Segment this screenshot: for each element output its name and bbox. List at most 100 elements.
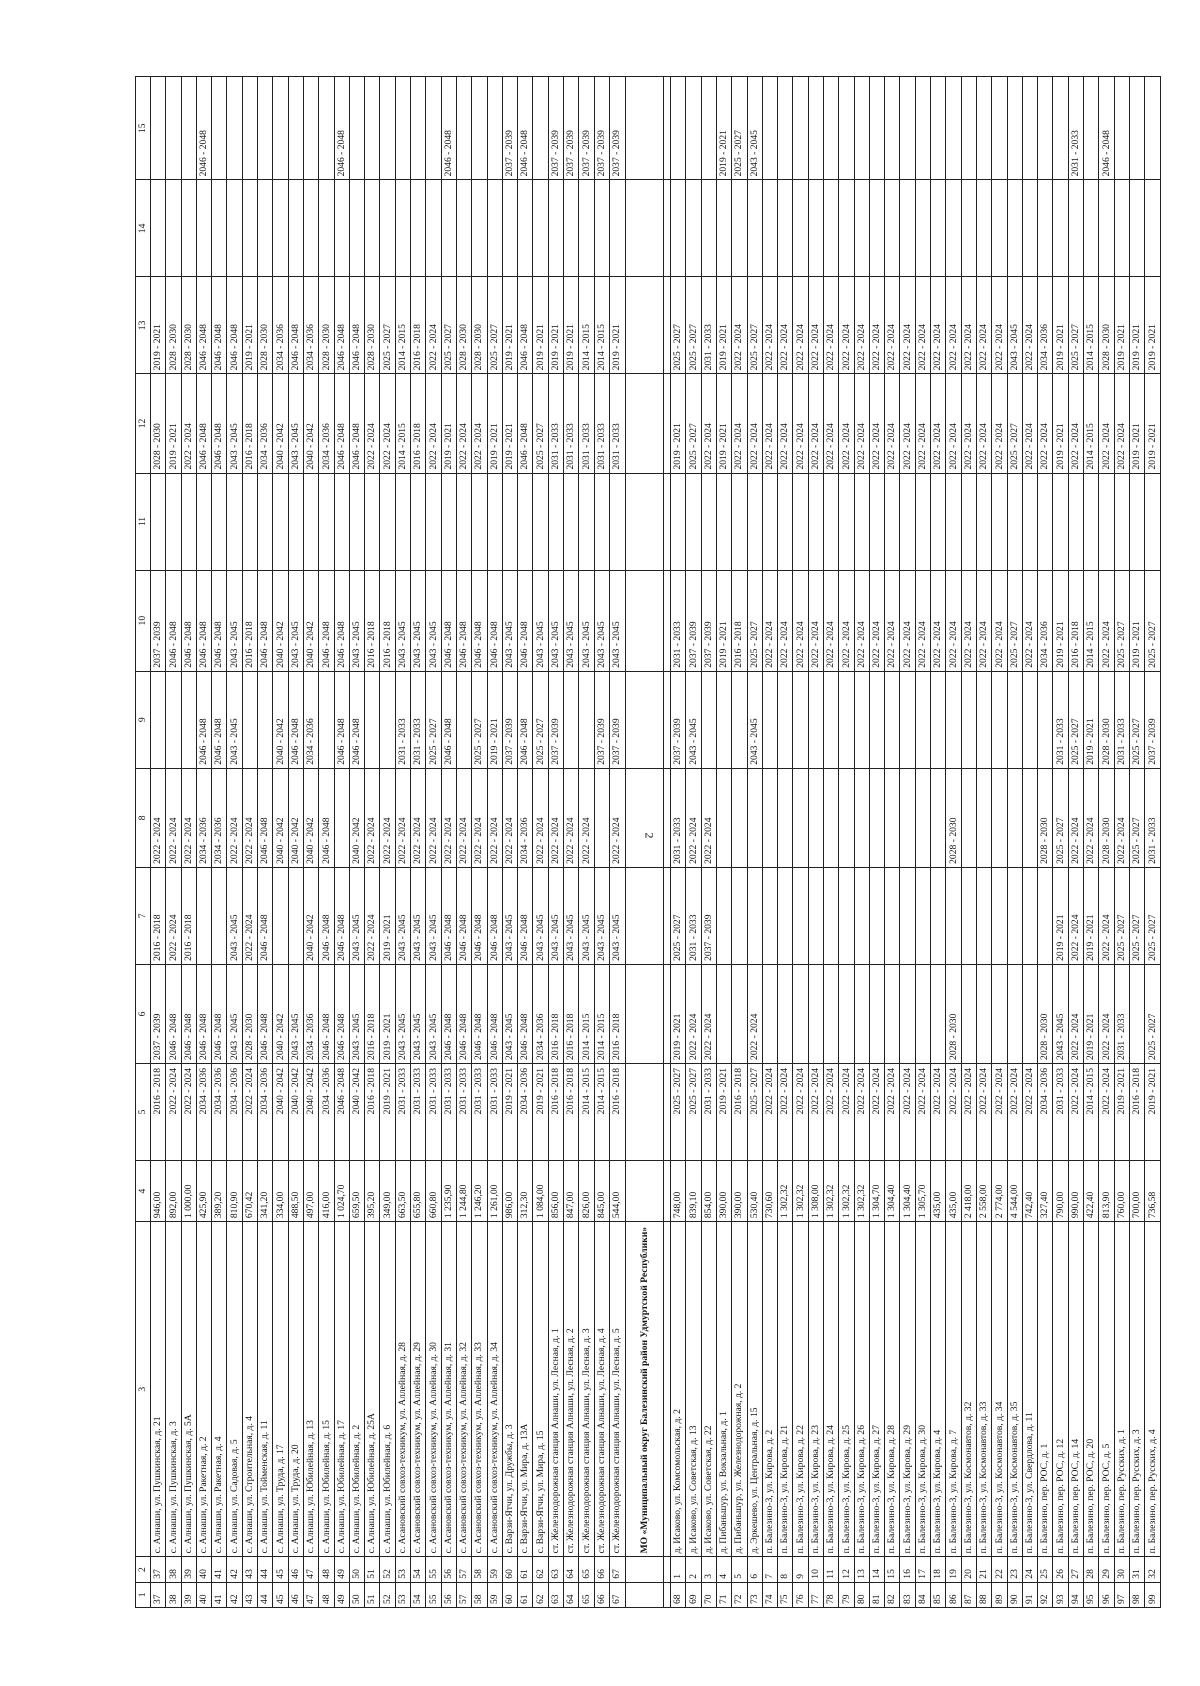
table-cell	[150, 76, 166, 180]
table-cell	[792, 473, 809, 571]
table-cell: 44	[257, 1556, 273, 1583]
table-cell: 2022 - 2024	[487, 768, 503, 868]
table-cell: 2022 - 2024	[976, 276, 992, 374]
table-cell: 50	[349, 1556, 365, 1583]
table-cell	[976, 76, 992, 180]
table-cell: 2031 - 2033	[425, 1063, 442, 1161]
table-cell: 85	[930, 1582, 946, 1608]
table-cell: 497,00	[303, 1160, 319, 1222]
table-cell	[303, 76, 319, 180]
table-cell: 2022 - 2024	[1098, 373, 1115, 474]
table-cell	[548, 473, 564, 571]
table-cell: 1 302,32	[777, 1160, 793, 1222]
table-cell	[899, 867, 916, 965]
table-cell: 1 304,40	[899, 1160, 916, 1222]
table-cell: 27	[1068, 1556, 1084, 1583]
table-cell	[196, 867, 212, 965]
table-cell: 38	[165, 1582, 182, 1608]
table-cell: 2025 - 2027	[670, 867, 686, 965]
table-cell: 51	[364, 1582, 380, 1608]
table-cell: 2043 - 2045	[425, 964, 442, 1064]
table-cell: 2043 - 2045	[226, 964, 243, 1064]
table-cell: 2028 - 2030	[456, 276, 472, 374]
table-cell	[1007, 964, 1023, 1064]
table-cell	[1144, 473, 1161, 571]
table-cell: 2022 - 2024	[165, 768, 182, 868]
table-cell	[976, 964, 992, 1064]
table-cell: 2022 - 2024	[242, 1063, 258, 1161]
table-cell: 839,10	[685, 1160, 702, 1222]
table-cell: 2019 - 2021	[441, 373, 457, 474]
table-cell: 2022 - 2024	[701, 373, 717, 474]
table-cell: 2014 - 2015	[1083, 570, 1099, 672]
table-cell: п. Балезино-3, ул. Кирова, д. 23	[808, 1221, 824, 1557]
table-cell: 2028 - 2030	[257, 276, 273, 374]
table-cell: 2031 - 2033	[1114, 671, 1130, 769]
column-header: 8	[135, 768, 151, 868]
table-cell: 2022 - 2024	[685, 964, 702, 1064]
table-cell: 77	[808, 1582, 824, 1608]
table-cell: п. Балезино-3, ул. Кирова, д. 2	[762, 1221, 778, 1557]
table-cell: 826,00	[578, 1160, 595, 1222]
table-cell: 2 418,00	[961, 1160, 977, 1222]
table-cell	[808, 179, 824, 277]
table-cell	[150, 671, 166, 769]
table-cell: с. Асановский совхоз-техникум, ул. Аллей…	[456, 1221, 472, 1557]
table-cell: 2046 - 2048	[441, 671, 457, 769]
table-cell	[777, 179, 793, 277]
table-cell: 2046 - 2048	[441, 867, 457, 965]
table-cell: 2022 - 2024	[869, 570, 885, 672]
table-cell: 2043 - 2045	[288, 964, 304, 1064]
table-cell: 2019 - 2021	[1114, 276, 1130, 374]
table-cell	[532, 179, 549, 277]
table-cell: 1 304,40	[884, 1160, 900, 1222]
table-cell: с. Асановский совхоз-техникум, ул. Аллей…	[395, 1221, 411, 1557]
table-cell: 2040 - 2042	[272, 964, 289, 1064]
table-cell: 2019 - 2021	[609, 276, 626, 374]
table-cell	[701, 76, 717, 180]
table-cell: 44	[257, 1582, 273, 1608]
table-cell	[869, 671, 885, 769]
table-cell: 2046 - 2048	[471, 570, 488, 672]
table-cell: 730,60	[762, 1160, 778, 1222]
table-cell: 2022 - 2024	[456, 373, 472, 474]
table-cell: 38	[165, 1556, 182, 1583]
table-cell	[425, 179, 442, 277]
table-cell	[838, 867, 855, 965]
table-cell: 13	[854, 1556, 870, 1583]
table-cell: 41	[211, 1582, 227, 1608]
table-cell: д. Эркешево, ул. Центральная, д. 15	[747, 1221, 763, 1557]
table-cell	[991, 179, 1008, 277]
table-cell	[930, 179, 946, 277]
table-cell	[1083, 179, 1099, 277]
table-cell: 2046 - 2048	[334, 76, 350, 180]
table-cell: 2022 - 2024	[899, 373, 916, 474]
table-cell: 5	[731, 1556, 747, 1583]
table-cell: 2031 - 2033	[670, 570, 686, 672]
table-cell: 2037 - 2039	[563, 76, 579, 180]
table-cell: 2022 - 2024	[762, 1063, 778, 1161]
table-cell: 2022 - 2024	[731, 276, 747, 374]
table-cell	[869, 179, 885, 277]
table-cell: п. Балезино-3, ул. Кирова, д. 21	[777, 1221, 793, 1557]
table-cell	[1007, 179, 1023, 277]
table-cell: 2016 - 2018	[1129, 1063, 1145, 1161]
table-cell	[425, 473, 442, 571]
table-cell: 2022 - 2024	[854, 570, 870, 672]
table-cell	[884, 867, 900, 965]
table-cell	[303, 179, 319, 277]
table-cell	[930, 768, 946, 868]
table-cell: 2019 - 2021	[379, 1063, 396, 1161]
table-cell: 83	[899, 1582, 916, 1608]
table-cell: 89	[991, 1582, 1008, 1608]
table-cell: 2028 - 2030	[471, 276, 488, 374]
table-cell	[1052, 76, 1069, 180]
table-cell: 2022 - 2024	[777, 373, 793, 474]
